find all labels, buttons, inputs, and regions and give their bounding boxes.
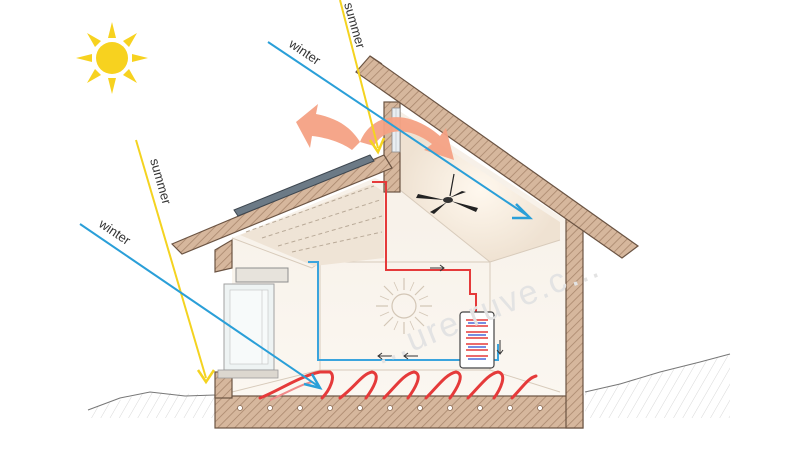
- sun-rays: [79, 0, 534, 390]
- ceiling-fan-icon: [416, 173, 478, 214]
- label-summer-left: summer: [147, 157, 175, 207]
- summer-ray-top: [339, 0, 386, 155]
- winter-ray-left: [79, 223, 323, 390]
- label-summer-top: summer: [341, 1, 369, 51]
- label-winter-top: winter: [285, 35, 324, 68]
- water-tank-icon: [459, 311, 495, 369]
- interior-sun-icon: [376, 278, 432, 334]
- ground: [87, 353, 731, 418]
- label-winter-left: winter: [95, 215, 134, 248]
- hot-air-arrow-icon: [296, 104, 454, 160]
- winter-ray-top: [267, 41, 534, 220]
- radiant-floor-heating: [237, 370, 543, 411]
- sun-icon: [76, 22, 148, 94]
- roof: [170, 55, 640, 259]
- summer-ray-left: [135, 139, 216, 385]
